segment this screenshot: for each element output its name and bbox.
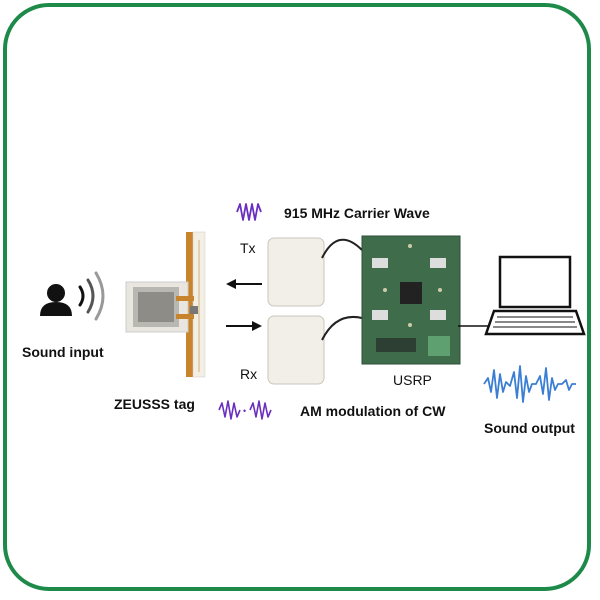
usrp-label: USRP <box>393 372 432 388</box>
tx-label: Tx <box>240 240 256 256</box>
rx-label: Rx <box>240 366 258 382</box>
sound-input-label: Sound input <box>22 344 104 360</box>
usrp-board <box>361 235 461 365</box>
sound-output-waveform <box>483 365 576 403</box>
tx-antenna <box>267 237 363 307</box>
carrier-wave-label: 915 MHz Carrier Wave <box>284 205 430 221</box>
rx-arrow <box>226 321 262 331</box>
zeusss-tag-image <box>125 231 206 378</box>
sound-waves-icon <box>78 271 105 321</box>
am-modulation-icon: • <box>218 400 272 420</box>
carrier-wave-icon <box>236 203 262 221</box>
laptop-icon <box>484 255 586 336</box>
rx-antenna <box>267 315 363 385</box>
svg-text:•: • <box>243 406 246 416</box>
tx-arrow <box>226 279 262 289</box>
tag-label: ZEUSSS tag <box>114 396 195 412</box>
sound-output-label: Sound output <box>484 420 575 436</box>
modulation-label: AM modulation of CW <box>300 403 446 419</box>
person-icon <box>40 284 72 316</box>
